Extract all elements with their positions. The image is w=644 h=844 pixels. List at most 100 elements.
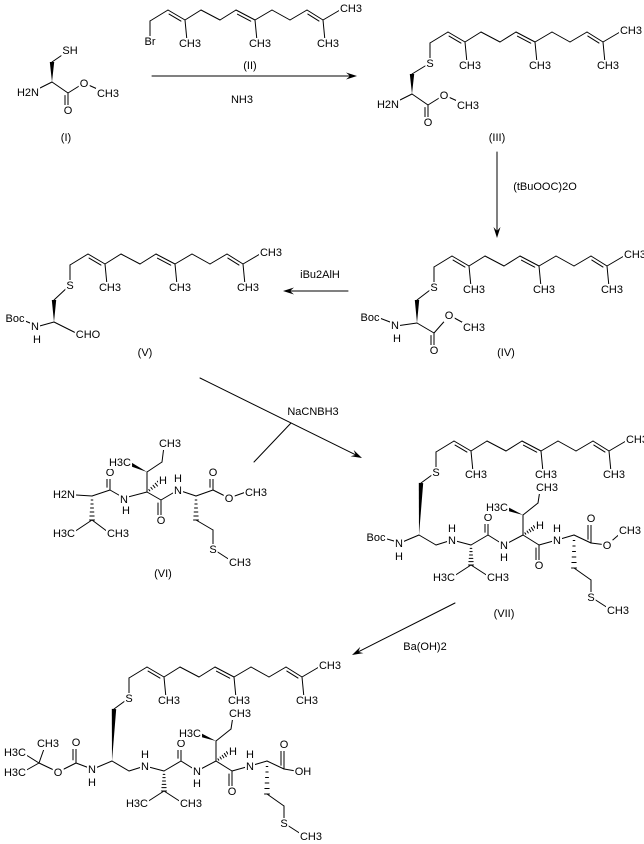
bond: [250, 666, 270, 678]
bond: [91, 489, 111, 497]
double-bond-line: [516, 35, 532, 44]
label-background: [95, 88, 121, 100]
bond: [268, 666, 287, 678]
bold-wedge-bond: [111, 708, 117, 761]
label-background: [226, 786, 238, 798]
label-background: [243, 487, 269, 499]
bond: [522, 502, 539, 516]
label-background: [390, 320, 401, 332]
atom-label-boc: Boc: [361, 312, 380, 324]
atom-label-n: N: [193, 766, 201, 778]
atom-label-ch3: CH3: [99, 282, 121, 294]
bond: [163, 676, 167, 699]
bond: [271, 9, 291, 21]
bond: [411, 93, 429, 106]
label-background: [552, 523, 563, 535]
label-background: [447, 535, 458, 547]
bond: [505, 440, 523, 452]
label-background: [622, 249, 644, 261]
atom-label-n: N: [141, 761, 149, 773]
step-1-labels: NH3: [229, 94, 255, 106]
bond: [540, 450, 544, 473]
atom-label-h: H: [393, 333, 401, 345]
bond: [551, 31, 571, 43]
atom-label-boc: Boc: [367, 532, 386, 544]
label-background: [192, 766, 203, 778]
atom-label-n: N: [448, 535, 456, 547]
compound-VII-bonds: [379, 440, 627, 609]
double-bond-line: [236, 13, 252, 22]
bond: [191, 253, 211, 265]
compound-label-VII: (VII): [494, 608, 515, 620]
label-background: [235, 282, 261, 294]
label-background: [15, 87, 41, 99]
step-4-labels: NaCNBH3: [286, 406, 340, 418]
bold-wedge-bond: [414, 300, 420, 323]
bond: [266, 793, 285, 807]
arrowhead-icon: [350, 449, 362, 458]
atom-label-ch3: CH3: [158, 695, 180, 707]
compound-III-bonds: [391, 31, 621, 123]
label-background: [585, 513, 597, 525]
reagent-label-dibal: iBu2AlH: [300, 269, 340, 281]
bond: [242, 253, 261, 265]
label-background: [208, 544, 218, 556]
step-3-bonds: [283, 287, 349, 295]
hashed-wedge-bond: [468, 547, 474, 566]
compound-label-VI: (VI): [154, 568, 172, 580]
atom-label-s: S: [426, 58, 433, 70]
label-background: [431, 572, 457, 584]
label-background: [484, 502, 510, 514]
atom-label-h: H: [159, 475, 167, 487]
label-background: [2, 747, 28, 759]
atom-label-h3c: H3C: [4, 767, 26, 779]
atom-label-o: O: [209, 467, 218, 479]
step-5-labels: Ba(OH)2: [402, 641, 448, 653]
atom-label-ch3: CH3: [245, 487, 267, 499]
atom-label-h: H: [500, 552, 508, 564]
atom-label-o: O: [484, 512, 493, 524]
compound-VI-bonds: [73, 445, 247, 561]
label-background: [229, 94, 255, 106]
atom-label-s: S: [125, 693, 132, 705]
bond: [128, 666, 148, 679]
label-background: [394, 551, 405, 563]
bond: [266, 760, 285, 770]
atom-label-h2n: H2N: [377, 99, 399, 111]
atom-label-o: O: [424, 117, 433, 129]
reaction-arrow: [352, 602, 456, 655]
atom-label-ch3: CH3: [319, 660, 341, 672]
bond: [534, 41, 538, 64]
bond: [586, 31, 604, 43]
atom-label-o: O: [106, 467, 115, 479]
label-background: [601, 540, 613, 552]
compound-II-bonds: [149, 9, 341, 42]
reagent-label-barium-hydroxide: Ba(OH)2: [403, 641, 446, 653]
step-2-labels: (tBuOOC)2O: [512, 181, 579, 193]
label-background: [293, 766, 313, 778]
label-background: [155, 515, 167, 527]
label-background: [402, 641, 448, 653]
bond: [301, 676, 305, 699]
atom-label-h3c: H3C: [4, 747, 26, 759]
bond: [104, 253, 122, 265]
atom-label-o: O: [445, 310, 454, 322]
compound-I-bonds: [31, 50, 105, 111]
atom-label-ch3: CH3: [300, 831, 322, 843]
label-background: [35, 738, 61, 750]
bond: [468, 265, 472, 288]
bond: [590, 255, 608, 267]
double-bond-line: [520, 259, 536, 268]
bond: [139, 253, 157, 265]
label-background: [278, 739, 290, 751]
bond: [608, 440, 627, 452]
atom-label-o: O: [535, 560, 544, 572]
bond: [75, 494, 93, 497]
bond: [575, 440, 594, 452]
label-background: [485, 572, 511, 584]
bond: [219, 9, 237, 21]
